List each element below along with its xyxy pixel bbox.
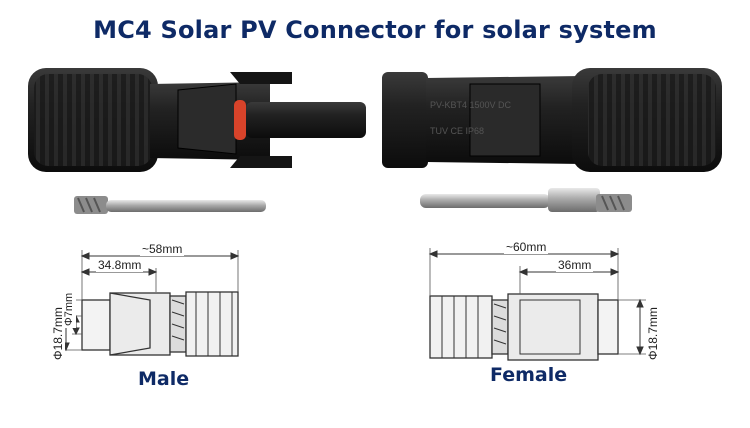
female-body: PV-KBT4 1500V DC TUV CE IP68	[382, 72, 582, 168]
female-nut	[572, 68, 722, 172]
male-partial-length-label: 34.8mm	[96, 258, 144, 272]
female-overall-length-label: ~60mm	[504, 240, 549, 254]
female-diameter-label: Φ18.7mm	[646, 305, 660, 362]
female-caption: Female	[490, 364, 568, 386]
female-metal-pin	[420, 188, 632, 212]
page-title: MC4 Solar PV Connector for solar system	[93, 16, 657, 44]
male-pin-diameter-label: Φ7mm	[62, 290, 76, 328]
svg-text:TUV CE IP68: TUV CE IP68	[430, 126, 484, 136]
svg-text:PV-KBT4 1500V DC: PV-KBT4 1500V DC	[430, 100, 512, 110]
male-overall-length-label: ~58mm	[140, 242, 185, 256]
male-nut	[28, 68, 158, 172]
male-metal-pin	[74, 196, 266, 214]
male-caption: Male	[138, 368, 190, 390]
female-partial-length-label: 36mm	[556, 258, 594, 272]
